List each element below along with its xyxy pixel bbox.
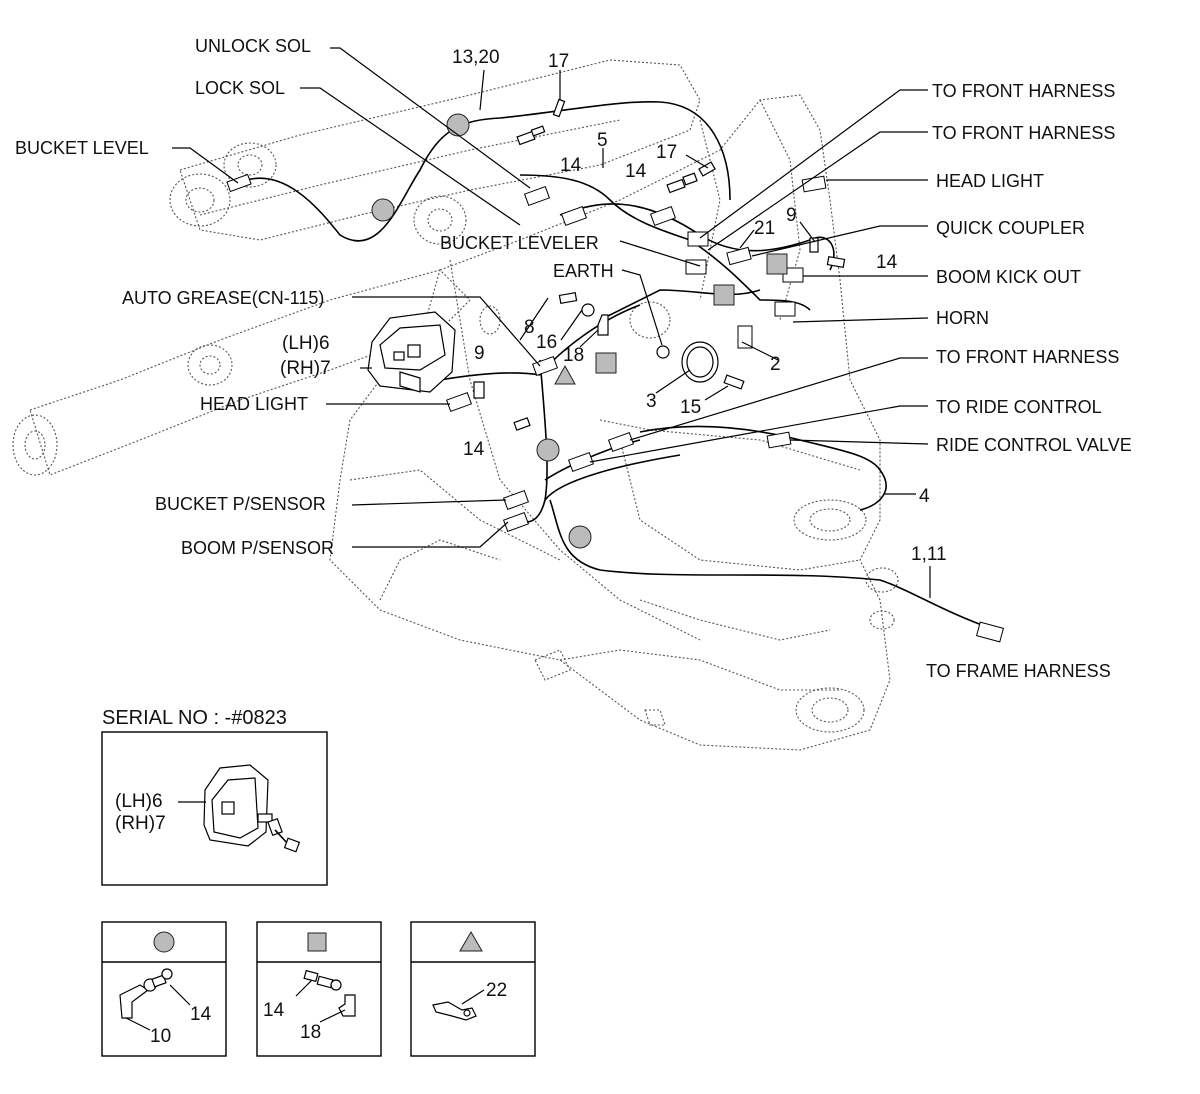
part-13-20: 13,20 <box>452 47 500 68</box>
serial-inset: SERIAL NO : -#0823 (LH)6 (RH)7 <box>101 707 328 886</box>
label-head-light-right: HEAD LIGHT <box>936 171 1044 191</box>
legend-circle-14: 14 <box>190 1004 212 1025</box>
legend-circle-10: 10 <box>150 1026 171 1047</box>
label-ride-control-valve: RIDE CONTROL VALVE <box>936 435 1132 455</box>
part-number-labels: 13,20 17 14 5 14 17 21 9 14 8 16 18 2 3 … <box>280 47 947 565</box>
head-light-left-assembly <box>367 311 456 393</box>
part-18: 18 <box>563 345 584 366</box>
part-14-a: 14 <box>560 155 582 176</box>
part-lh6: (LH)6 <box>282 333 330 354</box>
label-auto-grease: AUTO GREASE(CN-115) <box>122 288 324 308</box>
label-bucket-leveler: BUCKET LEVELER <box>440 233 599 253</box>
label-boom-p-sensor: BOOM P/SENSOR <box>181 538 334 558</box>
square-markers <box>595 253 788 374</box>
part-4: 4 <box>919 486 930 507</box>
legend-circle-marker <box>153 931 175 953</box>
label-to-front-harness-1: TO FRONT HARNESS <box>932 81 1115 101</box>
serial-title: SERIAL NO : -#0823 <box>102 707 287 729</box>
legend-triangle-22: 22 <box>486 980 507 1001</box>
label-unlock-sol: UNLOCK SOL <box>195 36 311 56</box>
label-to-front-harness-3: TO FRONT HARNESS <box>936 347 1119 367</box>
part-5: 5 <box>597 130 608 151</box>
callout-labels: UNLOCK SOL LOCK SOL BUCKET LEVEL TO FRON… <box>15 36 1132 681</box>
part-9-left: 9 <box>474 343 485 364</box>
legend-square-marker <box>307 932 327 952</box>
label-horn: HORN <box>936 308 989 328</box>
legend-square-box: 14 18 <box>256 921 382 1057</box>
part-rh7: (RH)7 <box>280 358 331 379</box>
label-boom-kick-out: BOOM KICK OUT <box>936 267 1081 287</box>
inset-lh6: (LH)6 <box>115 791 163 812</box>
label-lock-sol: LOCK SOL <box>195 78 285 98</box>
label-to-ride-control: TO RIDE CONTROL <box>936 397 1102 417</box>
label-bucket-p-sensor: BUCKET P/SENSOR <box>155 494 326 514</box>
label-head-light-left: HEAD LIGHT <box>200 394 308 414</box>
legend-square-18: 18 <box>300 1022 321 1043</box>
inset-rh7: (RH)7 <box>115 813 166 834</box>
part-1-11: 1,11 <box>911 544 947 565</box>
legend-circle-box: 14 10 <box>101 921 227 1057</box>
part-17-b: 17 <box>656 142 677 163</box>
part-21: 21 <box>754 218 775 239</box>
legend-triangle-marker <box>459 931 483 952</box>
loader-frame-outline <box>12 59 899 751</box>
triangle-marker <box>554 364 576 385</box>
label-quick-coupler: QUICK COUPLER <box>936 218 1085 238</box>
leader-lines <box>172 47 931 598</box>
part-17-top: 17 <box>548 51 569 72</box>
bolts-and-clamps <box>473 98 846 431</box>
part-15: 15 <box>680 397 701 418</box>
circle-markers <box>371 113 592 549</box>
label-to-front-harness-2: TO FRONT HARNESS <box>932 123 1115 143</box>
part-9-right: 9 <box>786 205 797 226</box>
legend-triangle-box: 22 <box>410 921 536 1057</box>
legend-square-14: 14 <box>263 1000 285 1021</box>
part-16: 16 <box>536 332 557 353</box>
inset-head-light <box>203 764 301 853</box>
part-14-right: 14 <box>876 252 898 273</box>
label-to-frame-harness: TO FRAME HARNESS <box>926 661 1111 681</box>
label-bucket-level: BUCKET LEVEL <box>15 138 149 158</box>
part-14-left: 14 <box>463 439 485 460</box>
part-14-b: 14 <box>625 161 647 182</box>
harness-clips <box>226 173 1005 643</box>
part-3: 3 <box>646 391 657 412</box>
part-8: 8 <box>524 317 535 338</box>
part-2: 2 <box>770 354 781 375</box>
label-earth: EARTH <box>553 261 614 281</box>
